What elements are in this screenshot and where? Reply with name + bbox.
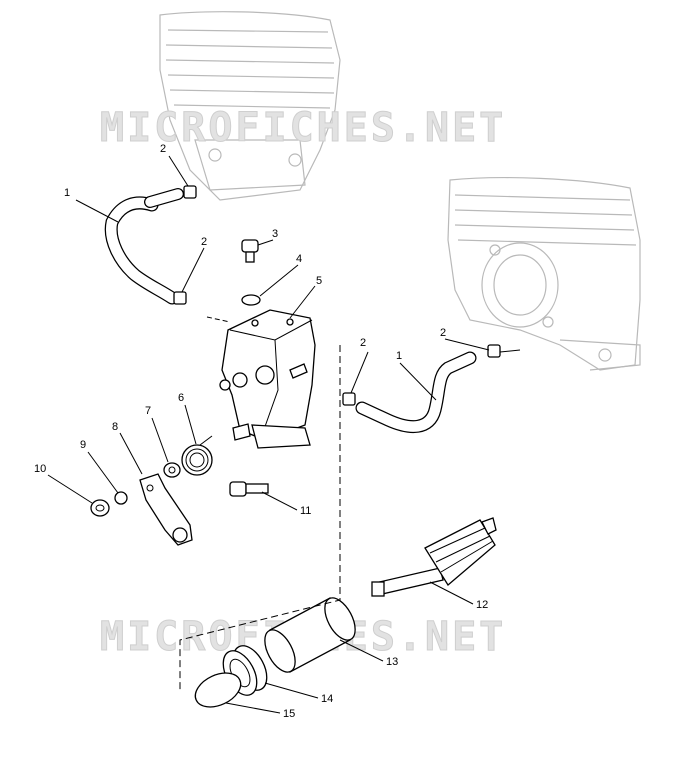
- callout-labels: 1 2 2 3 4 5 2 2 1 6 7 8 9 10 11 12 13 14…: [34, 143, 488, 720]
- hose-clamp-center: [342, 392, 356, 406]
- assembly-line-top: [206, 316, 231, 323]
- control-lever: [139, 473, 193, 546]
- callout-3: 3: [272, 228, 278, 240]
- callout-5: 5: [316, 275, 322, 287]
- o-ring: [194, 672, 242, 708]
- callout-1-right: 1: [396, 350, 402, 362]
- callout-13: 13: [386, 656, 398, 668]
- hex-nut: [90, 499, 110, 517]
- callout-2-right: 2: [440, 327, 446, 339]
- callout-9: 9: [80, 439, 86, 451]
- hex-nut-hole: [95, 504, 105, 512]
- assembly-line: [179, 345, 341, 690]
- callout-4: 4: [296, 253, 302, 265]
- watermark-top: MICROFICHES.NET: [100, 105, 506, 151]
- callout-8: 8: [112, 421, 118, 433]
- callout-2-mid: 2: [201, 236, 207, 248]
- oil-line-left: [104, 188, 184, 305]
- callout-10: 10: [34, 463, 46, 475]
- engine-outline-top: [159, 11, 341, 201]
- leader-lines: [47, 155, 490, 714]
- fitting-right: [499, 349, 521, 353]
- lock-washer: [114, 491, 128, 505]
- hose-clamp-right: [487, 344, 501, 358]
- gear-sleeve: [264, 597, 356, 673]
- engine-outline-right: [447, 177, 641, 371]
- hose-clamp-top: [183, 185, 197, 199]
- sealing-washer: [241, 294, 261, 306]
- callout-1-left: 1: [64, 187, 70, 199]
- mounting-bolt: [229, 481, 269, 497]
- return-spring: [181, 435, 213, 476]
- callout-15: 15: [283, 708, 295, 720]
- callout-7: 7: [145, 405, 151, 417]
- callout-6: 6: [178, 392, 184, 404]
- banjo-bolt: [241, 239, 259, 263]
- callout-2-center: 2: [360, 337, 366, 349]
- callout-2-top: 2: [160, 143, 166, 155]
- flat-washer: [163, 462, 181, 478]
- callout-14: 14: [321, 693, 333, 705]
- hose-clamp-mid: [173, 291, 187, 305]
- oil-line-right: [355, 351, 477, 434]
- callout-12: 12: [476, 599, 488, 611]
- callout-11: 11: [300, 505, 311, 517]
- drive-gear-shaft: [371, 517, 497, 597]
- flat-washer-hole: [168, 466, 176, 474]
- oil-pump-body: [219, 309, 316, 449]
